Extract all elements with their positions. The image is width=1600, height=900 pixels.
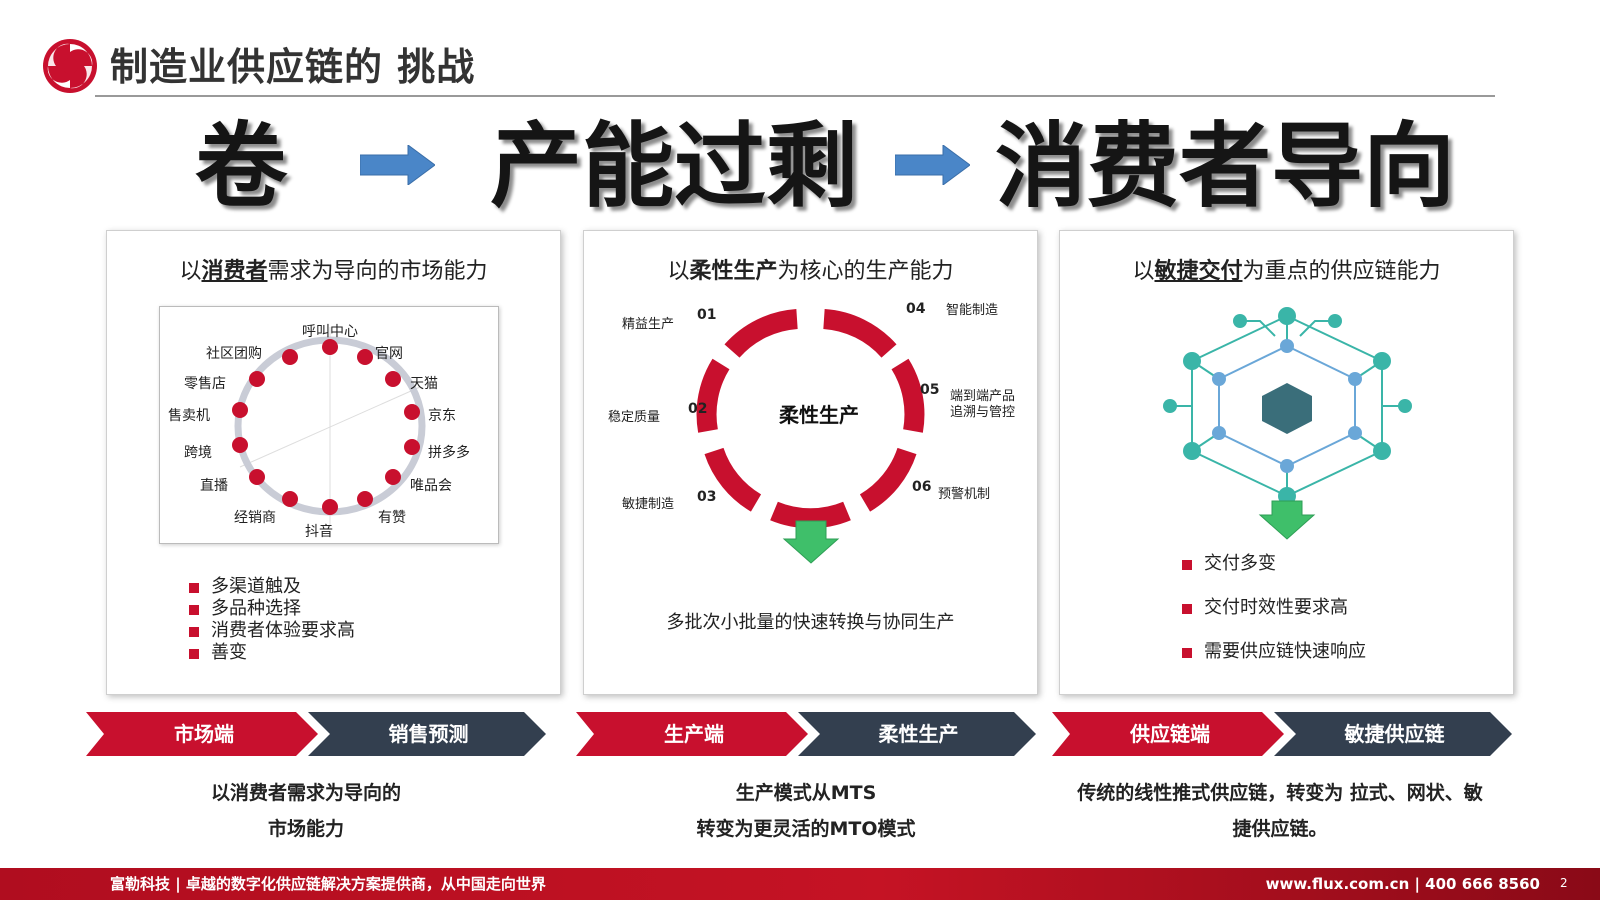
channel-label: 直播: [200, 478, 228, 494]
chevron-primary-label: 生产端: [664, 722, 724, 746]
ring-item-number: 03: [697, 489, 717, 505]
ring-item-number: 01: [697, 307, 717, 323]
ring-item-label: 预警机制: [938, 487, 991, 502]
channel-label: 社区团购: [206, 346, 262, 362]
list-item: 消费者体验要求高: [187, 620, 355, 642]
ring-center-label: 柔性生产: [779, 403, 859, 427]
chevron-secondary-label: 敏捷供应链: [1344, 722, 1445, 746]
arrow-right-icon: [360, 145, 435, 185]
ring-item-number: 06: [912, 479, 932, 495]
ring-item-number: 02: [688, 401, 708, 417]
ring-item-number: 05: [920, 382, 940, 398]
footer-tagline: 富勒科技 | 卓越的数字化供应链解决方案提供商，从中国走向世界: [110, 875, 546, 893]
footer-contact: www.flux.com.cn | 400 666 8560: [1265, 875, 1540, 893]
production-capability-panel: 以柔性生产为核心的生产能力 柔性生产 精益生产 01 稳定质量 02 敏捷制造 …: [583, 230, 1038, 695]
ring-item-label: 稳定质量: [608, 410, 661, 425]
channel-label: 抖音: [305, 524, 333, 540]
chevron-secondary-label: 柔性生产: [878, 722, 959, 746]
channel-ring-graphic: [232, 327, 426, 525]
channel-label: 官网: [375, 346, 403, 362]
ring-item-label: 精益生产: [622, 317, 675, 332]
chevron-primary-label: 市场端: [174, 722, 234, 746]
chevron-secondary-label: 销售预测: [388, 722, 469, 746]
supply-chain-capability-panel: 以敏捷交付为重点的供应链能力 交付多变: [1059, 230, 1514, 695]
flexible-production-ring: [696, 309, 925, 564]
chevron-bar-supply-chain: [1052, 712, 1512, 756]
channel-label: 有赞: [378, 510, 406, 526]
market-summary: 以消费者需求为导向的 市场能力: [210, 782, 401, 840]
swirl-logo-icon: [43, 39, 97, 93]
channel-label: 天猫: [410, 376, 438, 392]
list-item: 交付时效性要求高: [1180, 597, 1366, 619]
channel-label: 拼多多: [428, 445, 470, 461]
ring-item-label: 追溯与管控: [950, 405, 1016, 420]
list-item: 善变: [187, 642, 355, 664]
channel-label: 跨境: [184, 445, 212, 461]
chevron-primary-label: 供应链端: [1130, 722, 1210, 746]
production-description: 多批次小批量的快速转换与协同生产: [666, 612, 955, 633]
headline-word-3: 消费者导向: [995, 113, 1456, 220]
market-bullet-list: 多渠道触及 多品种选择 消费者体验要求高 善变: [187, 576, 355, 664]
panel-title: 以敏捷交付为重点的供应链能力: [1132, 259, 1441, 284]
list-item: 多品种选择: [187, 598, 355, 620]
ring-item-label: 智能制造: [946, 303, 999, 318]
channel-label: 零售店: [184, 376, 226, 392]
title-divider: [95, 95, 1495, 97]
arrow-down-icon: [1258, 500, 1316, 540]
channel-label: 唯品会: [410, 478, 452, 494]
channel-ring-diagram: 呼叫中心 官网 天猫 京东 拼多多 唯品会 有赞 抖音 经销商 直播 跨境 售卖…: [159, 306, 499, 544]
list-item: 需要供应链快速响应: [1180, 641, 1366, 663]
chevron-bar-market: [86, 712, 546, 756]
headline-word-1: 卷: [195, 113, 288, 220]
arrow-down-icon: [782, 520, 840, 564]
footer-bar: 富勒科技 | 卓越的数字化供应链解决方案提供商，从中国走向世界 www.flux…: [0, 868, 1600, 900]
network-hexagon-graphic: [1163, 307, 1412, 540]
list-item: 交付多变: [1180, 553, 1366, 575]
panel-title: 以消费者需求为导向的市场能力: [179, 259, 488, 284]
market-capability-panel: 以消费者需求为导向的市场能力 呼叫中心: [106, 230, 561, 695]
headline-word-2: 产能过剩: [490, 113, 859, 220]
panel-title: 以柔性生产为核心的生产能力: [667, 259, 954, 284]
channel-label: 京东: [428, 408, 456, 424]
production-summary: 生产模式从MTS 转变为更灵活的MTO模式: [696, 782, 916, 840]
chevron-bar-production: [576, 712, 1036, 756]
supply-chain-bullet-list: 交付多变 交付时效性要求高 需要供应链快速响应: [1180, 553, 1366, 685]
page-number: 2: [1560, 876, 1568, 890]
page-title: 制造业供应链的 挑战: [110, 45, 476, 89]
ring-item-label: 端到端产品: [950, 389, 1016, 404]
list-item: 多渠道触及: [187, 576, 355, 598]
channel-label: 呼叫中心: [302, 324, 358, 340]
channel-dots: [232, 339, 420, 515]
arrow-right-icon: [895, 145, 970, 185]
ring-item-number: 04: [906, 301, 926, 317]
channel-label: 售卖机: [168, 408, 210, 424]
ring-item-label: 敏捷制造: [622, 497, 675, 512]
supply-chain-summary: 传统的线性推式供应链，转变为 拉式、网状、敏 捷供应链。: [1077, 782, 1483, 840]
channel-label: 经销商: [234, 510, 276, 526]
